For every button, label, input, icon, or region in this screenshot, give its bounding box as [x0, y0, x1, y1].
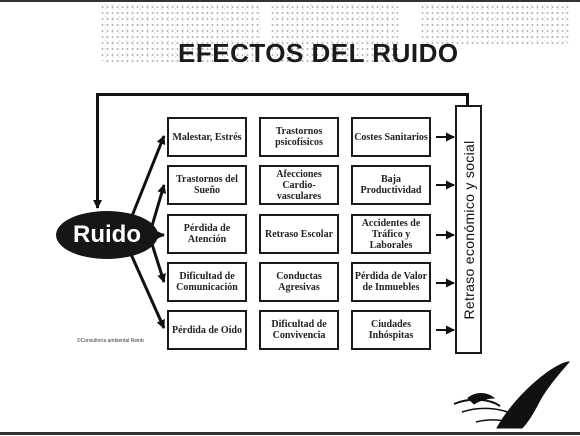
effect-box: Retraso Escolar — [259, 214, 339, 254]
effect-box: Conductas Agresivas — [259, 262, 339, 302]
effect-box: Costes Sanitarios — [351, 117, 431, 157]
texture-left — [100, 4, 260, 62]
effect-box: Pérdida de Valor de Inmuebles — [351, 262, 431, 302]
top-rule — [0, 0, 580, 2]
texture-center — [270, 4, 400, 62]
bottom-rule — [0, 432, 580, 435]
effect-box: Baja Productividad — [351, 165, 431, 205]
loop-wire-up — [466, 93, 469, 107]
effect-box: Pérdida de Atención — [167, 214, 247, 254]
loop-wire-top — [96, 93, 469, 96]
effect-box: Malestar, Estrés — [167, 117, 247, 157]
effect-box: Ciudades Inhóspitas — [351, 310, 431, 350]
effect-box: Afecciones Cardio-vasculares — [259, 165, 339, 205]
slide-title: EFECTOS DEL RUIDO — [178, 38, 459, 68]
effect-box: Dificultad de Comunicación — [167, 262, 247, 302]
fan-arrow-2 — [150, 184, 167, 227]
ruido-node: Ruido — [56, 211, 158, 259]
loop-wire-down — [96, 93, 99, 196]
effect-box: Pérdida de Oído — [167, 310, 247, 350]
texture-right — [420, 4, 570, 44]
fan-arrow-1 — [128, 135, 166, 222]
outcome-label: Retraso económico y social — [460, 140, 477, 319]
effect-box: Trastornos del Sueño — [167, 165, 247, 205]
effect-box: Dificultad de Convivencia — [259, 310, 339, 350]
fan-arrow-5 — [128, 251, 166, 329]
effect-box: Accidentes de Tráfico y Laborales — [351, 214, 431, 254]
effect-box: Trastornos psicofísicos — [259, 117, 339, 157]
flying-bird-icon — [453, 361, 571, 429]
fan-arrow-4 — [150, 243, 166, 283]
copyright-note: ©Consultoría ambiental Reinb — [77, 338, 144, 344]
outcome-box: Retraso económico y social — [455, 105, 482, 354]
